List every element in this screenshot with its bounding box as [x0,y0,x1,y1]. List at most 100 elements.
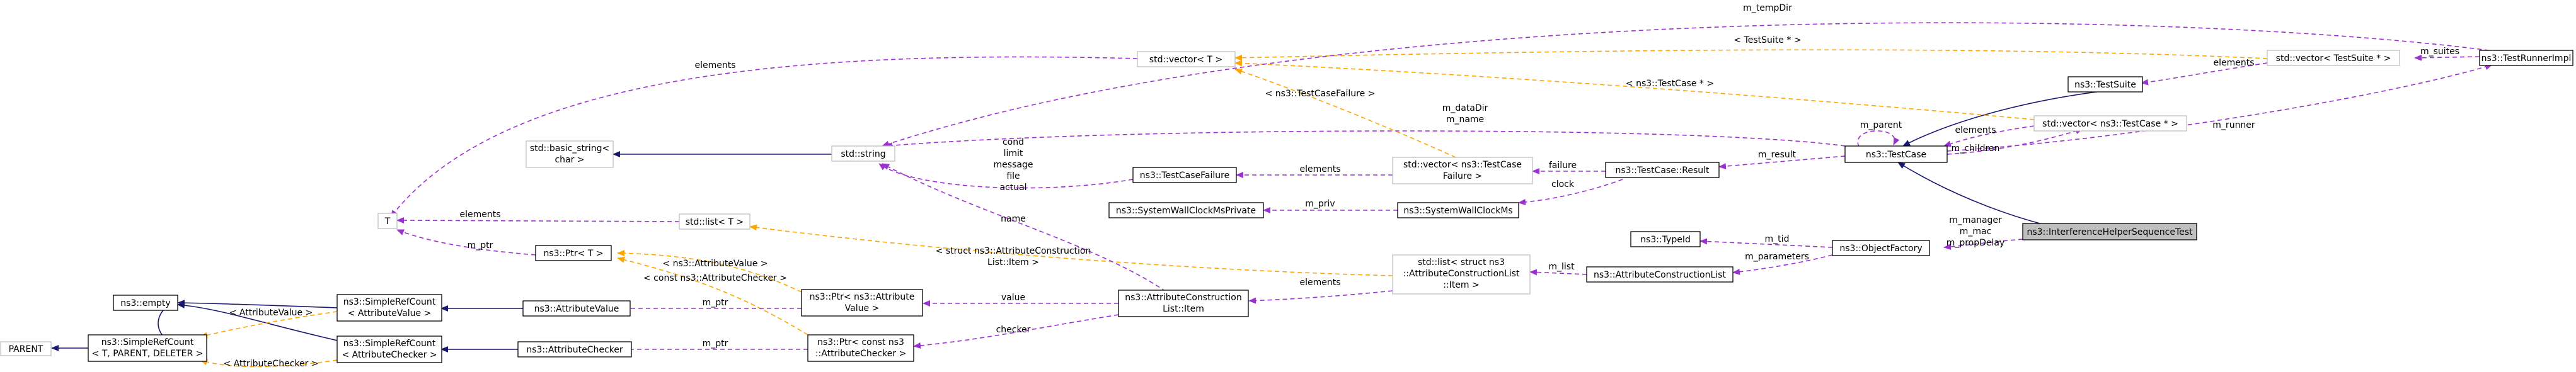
label-elements-vector-t: elements [694,60,735,70]
svg-text:ns3::TypeId: ns3::TypeId [1640,235,1691,245]
node-std-string[interactable]: std::string [831,145,895,162]
node-vector-testsuite-ptr[interactable]: std::vector< TestSuite * > [2267,50,2400,66]
label-mparent: m_parent [1860,120,1902,130]
svg-text:ns3::empty: ns3::empty [120,298,170,308]
node-attributeconstructionlist[interactable]: ns3::AttributeConstructionList [1586,266,1734,283]
label-mptr-checker: m_ptr [703,339,728,349]
svg-text:ns3::Ptr< const ns3: ns3::Ptr< const ns3 [817,337,904,347]
label-testcasefailure-fields: cond limit message file actual [994,137,1033,193]
edge-elements-vtc [1943,125,2035,147]
node-testcase-result[interactable]: ns3::TestCase::Result [1605,162,1720,178]
label-tpl-av: < AttributeValue > [229,308,313,318]
node-systemwallclockms[interactable]: ns3::SystemWallClockMs [1397,202,1519,218]
edge-elements-vts [2141,62,2268,86]
svg-text:std::vector< ns3::TestCase * >: std::vector< ns3::TestCase * > [2042,119,2178,129]
svg-text:ns3::SystemWallClockMsPrivate: ns3::SystemWallClockMsPrivate [1116,206,1256,216]
node-empty[interactable]: ns3::empty [113,295,178,311]
node-list-attributeconstructionlist-item[interactable]: std::list< struct ns3 ::AttributeConstru… [1392,254,1531,295]
svg-text:ns3::SimpleRefCount: ns3::SimpleRefCount [101,337,194,347]
svg-text:ns3::AttributeValue: ns3::AttributeValue [534,304,619,314]
edge-mlist [1529,269,1587,276]
label-msuites: m_suites [2420,47,2459,57]
svg-text:ns3::TestCaseFailure: ns3::TestCaseFailure [1140,171,1229,181]
svg-text:ns3::AttributeConstructionList: ns3::AttributeConstructionList [1594,270,1726,280]
svg-text:m_dataDir: m_dataDir [1442,103,1488,113]
node-vector-t[interactable]: std::vector< T > [1137,51,1236,67]
edge-tpl-ptr-ac [617,256,808,335]
label-elements-vtc: elements [1955,125,1996,135]
edge-tpl-simplerefcount-av [200,311,338,339]
svg-text:ns3::InterferenceHelperSequenc: ns3::InterferenceHelperSequenceTest [2027,227,2193,237]
edge-elements-listitem [1248,290,1393,304]
node-parent[interactable]: PARENT [0,341,52,356]
label-failure: failure [1549,161,1577,171]
edge-labels: elements elements m_ptr < ns3::Attribute… [223,3,2459,369]
node-ptr-t[interactable]: ns3::Ptr< T > [535,245,612,261]
label-checker: checker [996,325,1031,335]
node-testcasefailure[interactable]: ns3::TestCaseFailure [1132,167,1237,183]
node-t[interactable]: T [377,213,398,229]
svg-text:ns3::Ptr< ns3::Attribute: ns3::Ptr< ns3::Attribute [810,292,915,302]
svg-text:::AttributeChecker >: ::AttributeChecker > [815,349,906,359]
node-vector-testcasefailure[interactable]: std::vector< ns3::TestCase Failure > [1392,157,1533,184]
edge-mrunner [1946,64,2493,152]
node-typeid[interactable]: ns3::TypeId [1630,231,1701,247]
edge-tcf-string [878,163,1134,189]
svg-text:std::string: std::string [841,149,885,159]
label-clock: clock [1551,179,1575,189]
edge-tpl-vector-tcf [1234,68,1456,158]
label-tpl-ac: < AttributeChecker > [223,359,318,369]
label-elements-tcf: elements [1299,164,1340,174]
label-elements-vts: elements [2213,58,2254,68]
node-testsuite[interactable]: ns3::TestSuite [2067,76,2143,93]
node-objectfactory[interactable]: ns3::ObjectFactory [1832,240,1930,256]
label-tpl-ptr-ac: < const ns3::AttributeChecker > [643,273,787,283]
edge-testcase-interference [1897,162,2058,228]
node-systemwallclockmsprivate[interactable]: ns3::SystemWallClockMsPrivate [1108,202,1264,218]
node-attributechecker[interactable]: ns3::AttributeChecker [517,341,632,358]
svg-text:std::list< T >: std::list< T > [686,217,744,227]
node-basic-string[interactable]: std::basic_string< char > [526,140,614,168]
node-ptr-attributevalue[interactable]: ns3::Ptr< ns3::Attribute Value > [801,289,923,317]
label-mpriv: m_priv [1305,199,1335,209]
node-simplerefcount-attributevalue[interactable]: ns3::SimpleRefCount < AttributeValue > [336,294,442,322]
node-vector-testcase-ptr[interactable]: std::vector< ns3::TestCase * > [2033,115,2187,132]
svg-text:std::vector< T >: std::vector< T > [1149,55,1222,65]
edge-mresult [1718,155,1846,170]
label-datadir: m_dataDir m_name [1442,103,1488,125]
svg-text:ns3::TestRunnerImpl: ns3::TestRunnerImpl [2481,54,2572,64]
node-attributevalue[interactable]: ns3::AttributeValue [522,300,631,317]
edge-testcase-testsuite [1902,89,2113,147]
edge-tpl-list-item [749,224,1393,276]
label-interference-fields: m_manager m_mac m_propDelay [1946,215,2005,248]
svg-text:file: file [1006,171,1020,181]
svg-text:::AttributeConstructionList: ::AttributeConstructionList [1403,269,1520,279]
svg-text:m_propDelay: m_propDelay [1946,238,2005,248]
node-ptr-attributechecker[interactable]: ns3::Ptr< const ns3 ::AttributeChecker > [807,334,914,362]
svg-text:ns3::SimpleRefCount: ns3::SimpleRefCount [343,297,436,307]
edge-elements-list-t [396,217,680,224]
svg-text:T: T [384,217,391,227]
node-simplerefcount-attributechecker[interactable]: ns3::SimpleRefCount < AttributeChecker > [336,335,442,363]
svg-text:ns3::TestSuite: ns3::TestSuite [2074,80,2136,90]
edge-elements-vector-t [390,56,1138,218]
label-tpl-ts: < TestSuite * > [1734,35,1801,45]
edge-datadir [885,130,1846,149]
svg-text:< struct ns3::AttributeConstru: < struct ns3::AttributeConstruction [936,246,1091,256]
label-tpl-tcf: < ns3::TestCaseFailure > [1265,89,1376,99]
node-attributeconstructionlist-item[interactable]: ns3::AttributeConstruction List::Item [1118,290,1249,317]
node-testrunnerimpl[interactable]: ns3::TestRunnerImpl [2479,50,2573,66]
svg-text:Value >: Value > [845,303,880,313]
node-list-t[interactable]: std::list< T > [679,213,750,230]
node-interferencehelpersequencetest[interactable]: ns3::InterferenceHelperSequenceTest [2022,223,2197,240]
node-testcase[interactable]: ns3::TestCase [1844,145,1948,163]
svg-text:std::basic_string<: std::basic_string< [530,144,609,154]
nodes: PARENT ns3::SimpleRefCount < T, PARENT, … [0,50,2573,363]
svg-text:ns3::ObjectFactory: ns3::ObjectFactory [1839,244,1922,254]
svg-text:message: message [994,160,1033,170]
node-simplerefcount-template[interactable]: ns3::SimpleRefCount < T, PARENT, DELETER… [88,334,207,362]
svg-text:std::vector< ns3::TestCase: std::vector< ns3::TestCase [1403,160,1522,170]
svg-text:std::vector< TestSuite * >: std::vector< TestSuite * > [2276,54,2391,64]
svg-text:ns3::SimpleRefCount: ns3::SimpleRefCount [343,339,436,349]
